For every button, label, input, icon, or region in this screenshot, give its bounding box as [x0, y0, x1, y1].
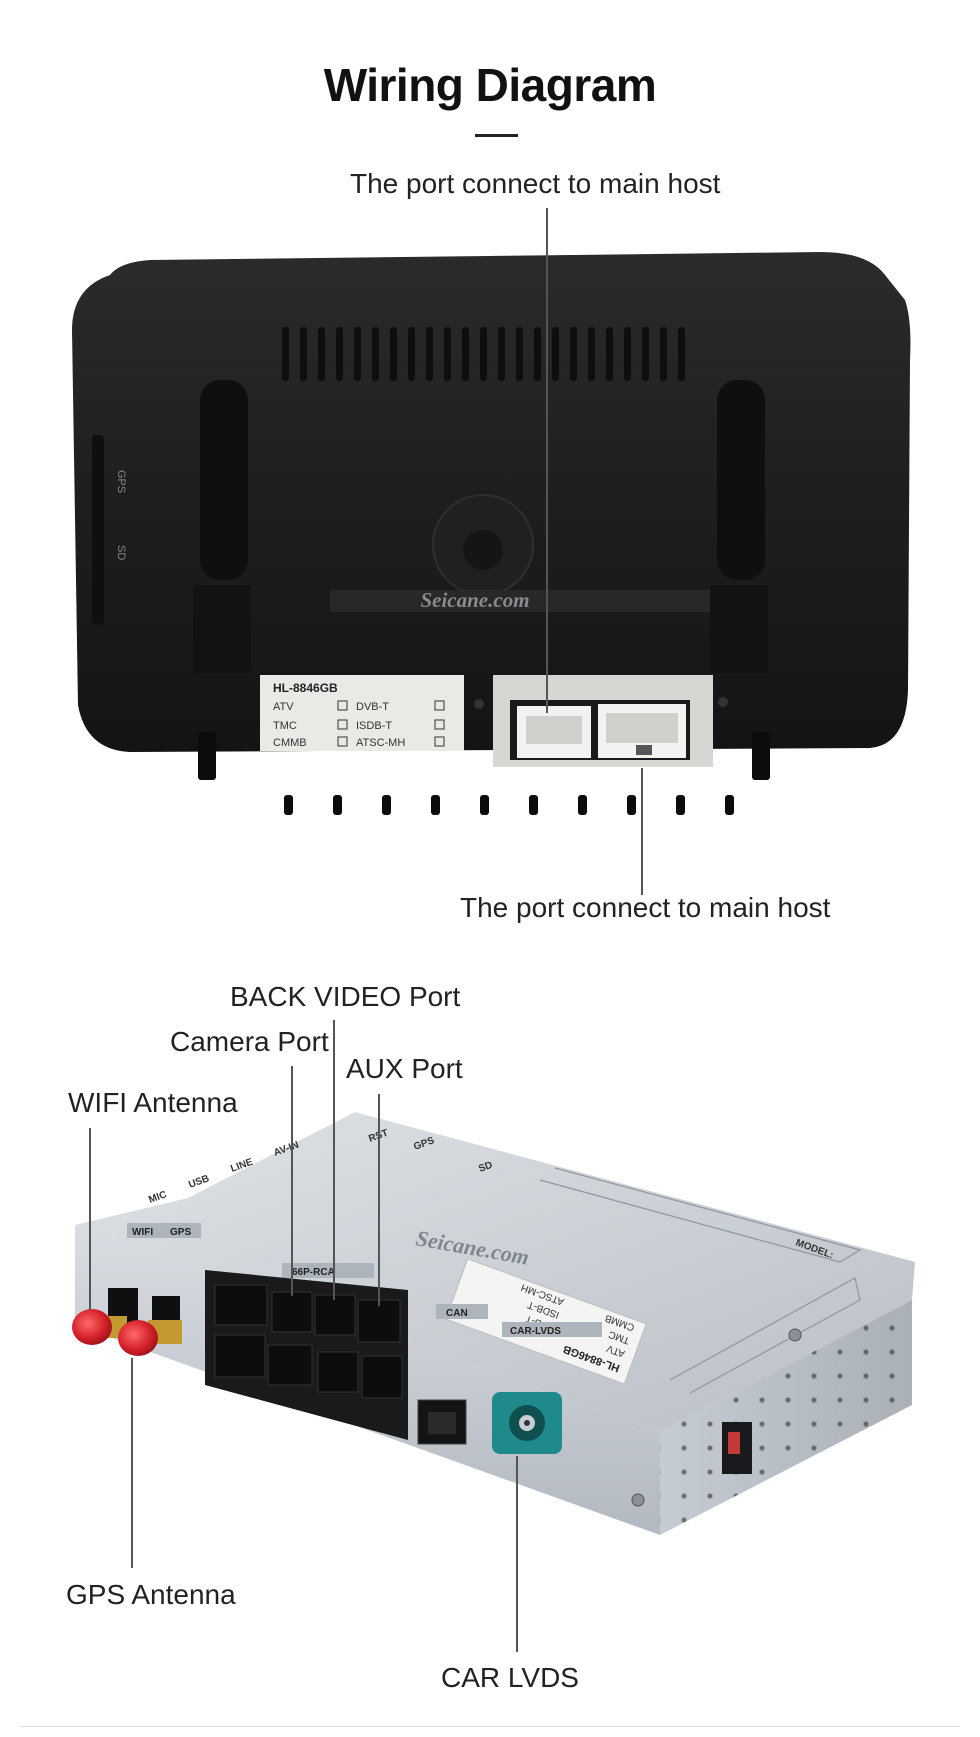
sticker-row-right: DVB-T	[356, 701, 389, 713]
sticker-row-left: CMMB	[273, 737, 307, 749]
sticker-row-right: ATSC-MH	[356, 737, 405, 749]
aux-port-label: AUX Port	[346, 1053, 463, 1084]
bottom-port-label: The port connect to main host	[460, 892, 831, 923]
camera-port-leader	[291, 1066, 293, 1296]
title-underline	[475, 134, 518, 137]
bottom-notches	[284, 795, 734, 815]
sticker-row-left: TMC	[273, 720, 297, 732]
sticker-checkbox	[337, 719, 348, 730]
side-label-sd: SD	[115, 545, 127, 560]
car-lvds-label: CAR LVDS	[441, 1662, 579, 1693]
bottom-port-leader	[641, 768, 643, 895]
camera-port-label: Camera Port	[170, 1026, 329, 1057]
gps-antenna-connector[interactable]	[118, 1296, 182, 1356]
screw	[474, 699, 484, 709]
aux-port-leader	[378, 1094, 380, 1306]
watermark-band	[330, 590, 710, 612]
host-connector-panel	[493, 675, 713, 767]
sticker-checkbox	[337, 736, 348, 747]
footer-divider	[20, 1726, 960, 1727]
camera-port[interactable]	[271, 1291, 313, 1333]
car-lvds-connector[interactable]	[492, 1392, 562, 1454]
screw	[718, 697, 728, 707]
panel-tags: WIFI GPS 66P-RCA CAN CAR-LVDS	[127, 1223, 602, 1337]
panel-tag-66p-rca: 66P-RCA	[292, 1267, 335, 1278]
right-bracket	[710, 585, 768, 673]
center-mount-hole	[463, 530, 503, 570]
head-unit-watermark: Seicane.com	[420, 588, 529, 612]
sticker-checkbox	[434, 719, 445, 730]
vent-grille	[282, 327, 685, 381]
top-tag-mic: MIC	[147, 1189, 168, 1206]
sticker-checkbox	[434, 700, 445, 711]
page-title: Wiring Diagram	[323, 59, 657, 111]
panel-tag-gps: GPS	[170, 1227, 191, 1238]
top-port-leader	[546, 208, 548, 713]
aux-port[interactable]	[357, 1299, 401, 1343]
left-clip	[198, 732, 216, 780]
wifi-antenna-label: WIFI Antenna	[68, 1087, 238, 1118]
side-card-slot	[92, 435, 104, 625]
panel-tag-wifi: WIFI	[132, 1227, 153, 1238]
decoder-box: MIC USB LINE AV-IN RST GPS SD MODEL: Sei…	[72, 1112, 915, 1535]
panel-tag-car-lvds: CAR-LVDS	[510, 1326, 561, 1337]
sticker-model: HL-8846GB	[273, 681, 338, 695]
car-lvds-leader	[516, 1456, 518, 1652]
sticker-row-left: ATV	[273, 701, 294, 713]
screw	[631, 1493, 645, 1507]
top-tag-sd: SD	[477, 1160, 494, 1175]
wifi-antenna-leader	[89, 1128, 91, 1310]
head-unit-model-sticker: HL-8846GB ATV DVB-T TMC ISDB-T CMMB ATSC…	[260, 675, 464, 751]
back-video-port[interactable]	[314, 1294, 356, 1336]
gps-antenna-label: GPS Antenna	[66, 1579, 236, 1610]
left-mount-rail	[200, 380, 248, 580]
back-video-port-label: BACK VIDEO Port	[230, 981, 461, 1012]
back-video-port-leader	[333, 1020, 335, 1300]
right-clip	[752, 732, 770, 780]
screw	[788, 1328, 802, 1342]
side-label-gps: GPS	[115, 470, 127, 493]
panel-tag-can: CAN	[446, 1308, 468, 1319]
sticker-checkbox	[434, 736, 445, 747]
gps-antenna-leader	[131, 1358, 133, 1568]
sticker-row-right: ISDB-T	[356, 720, 392, 732]
head-unit-housing: Seicane.com GPS SD HL-8846GB ATV DVB-T T…	[72, 252, 911, 815]
right-mount-rail	[717, 380, 765, 580]
top-port-label: The port connect to main host	[350, 168, 721, 199]
left-bracket	[193, 585, 251, 673]
sticker-checkbox	[337, 700, 348, 711]
rca-connector-block	[205, 1270, 408, 1440]
